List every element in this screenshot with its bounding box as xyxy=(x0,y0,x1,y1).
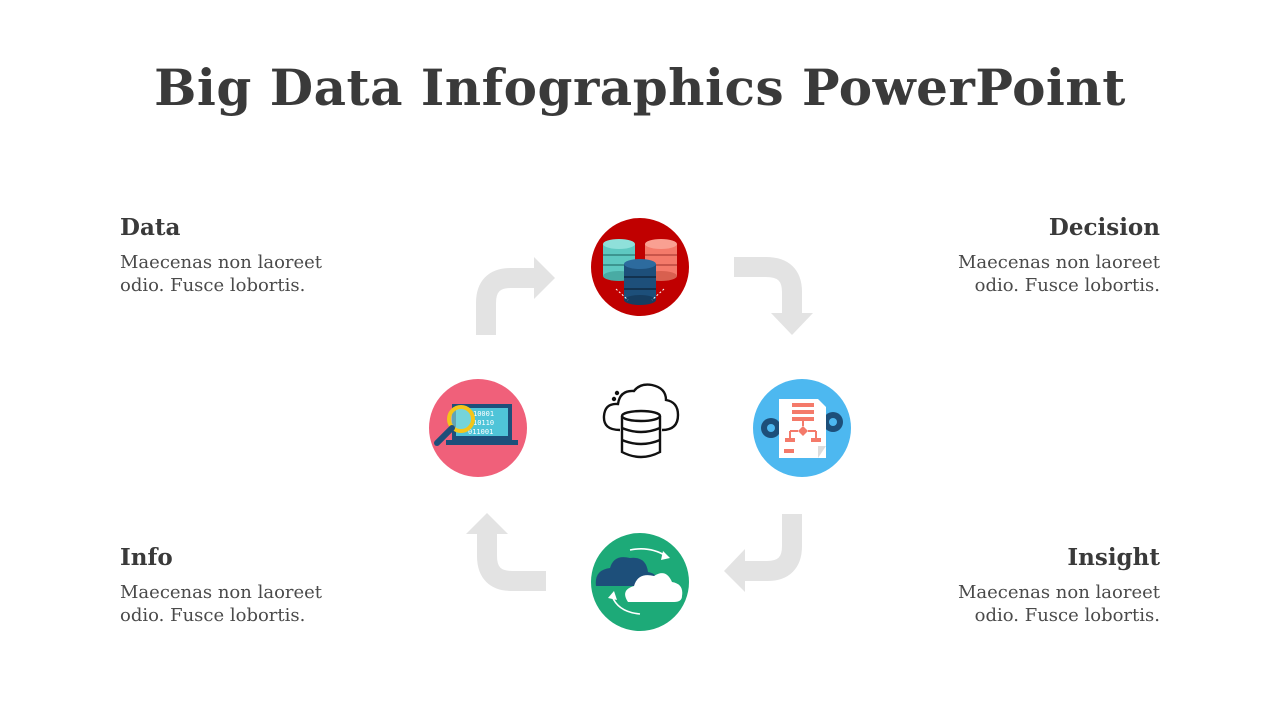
cloud-database-icon xyxy=(602,383,680,459)
laptop-search-icon: 10001 10110 011001 xyxy=(429,379,527,477)
decision-heading: Decision xyxy=(1048,214,1160,241)
data-description: Maecenas non laoreet odio. Fusce loborti… xyxy=(120,251,360,297)
arrow-top-right xyxy=(734,257,813,335)
decision-block: Decision Maecenas non laoreet odio. Fusc… xyxy=(920,214,1160,297)
info-description-line1: Maecenas non laoreet xyxy=(120,582,323,603)
flowchart-document-icon xyxy=(753,379,851,477)
cloud-sync-icon xyxy=(591,533,689,631)
svg-text:10110: 10110 xyxy=(473,419,494,427)
data-description-line2: odio. Fusce lobortis. xyxy=(120,275,306,296)
insight-block: Insight Maecenas non laoreet odio. Fusce… xyxy=(920,544,1160,627)
arrow-bottom-left xyxy=(466,513,546,591)
insight-description-line2: odio. Fusce lobortis. xyxy=(974,605,1160,626)
info-description: Maecenas non laoreet odio. Fusce loborti… xyxy=(120,581,360,627)
database-stack-icon xyxy=(591,218,689,316)
insight-heading: Insight xyxy=(1067,544,1160,571)
decision-description-line1: Maecenas non laoreet xyxy=(957,252,1160,273)
data-heading: Data xyxy=(120,214,181,241)
svg-text:011001: 011001 xyxy=(468,428,493,436)
arrow-top-left xyxy=(476,257,555,335)
info-description-line2: odio. Fusce lobortis. xyxy=(120,605,306,626)
data-block: Data Maecenas non laoreet odio. Fusce lo… xyxy=(120,214,360,297)
info-heading: Info xyxy=(120,544,173,571)
svg-text:10001: 10001 xyxy=(473,410,494,418)
decision-description-line2: odio. Fusce lobortis. xyxy=(974,275,1160,296)
arrow-bottom-right xyxy=(724,514,802,592)
insight-description-line1: Maecenas non laoreet xyxy=(957,582,1160,603)
page-title: Big Data Infographics PowerPoint xyxy=(154,58,1126,117)
data-description-line1: Maecenas non laoreet xyxy=(120,252,323,273)
insight-description: Maecenas non laoreet odio. Fusce loborti… xyxy=(920,581,1160,627)
decision-description: Maecenas non laoreet odio. Fusce loborti… xyxy=(920,251,1160,297)
info-block: Info Maecenas non laoreet odio. Fusce lo… xyxy=(120,544,360,627)
